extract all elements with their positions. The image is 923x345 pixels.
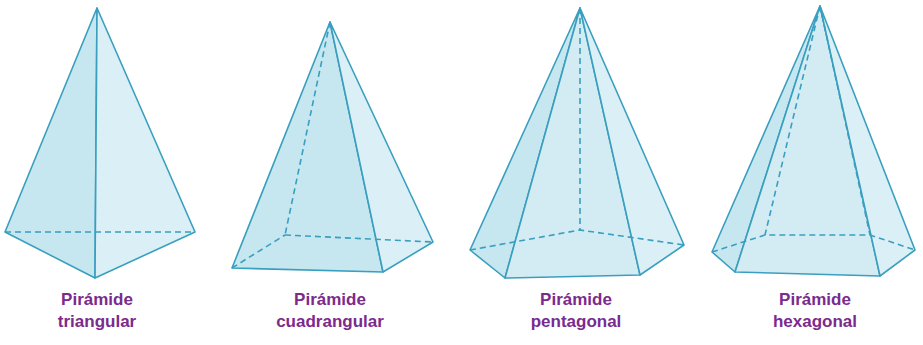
- pyramid-name: Pirámide pentagonal: [511, 289, 641, 333]
- triangular-pyramid: [5, 8, 195, 278]
- square-pyramid: [232, 22, 433, 272]
- pentagonal-pyramid: [470, 8, 684, 278]
- hexagonal-pyramid: [712, 6, 915, 276]
- pyramid-name: Pirámide cuadrangular: [265, 289, 395, 333]
- pyramid-name: Pirámide triangular: [32, 289, 162, 333]
- pyramid-name: Pirámide hexagonal: [750, 289, 880, 333]
